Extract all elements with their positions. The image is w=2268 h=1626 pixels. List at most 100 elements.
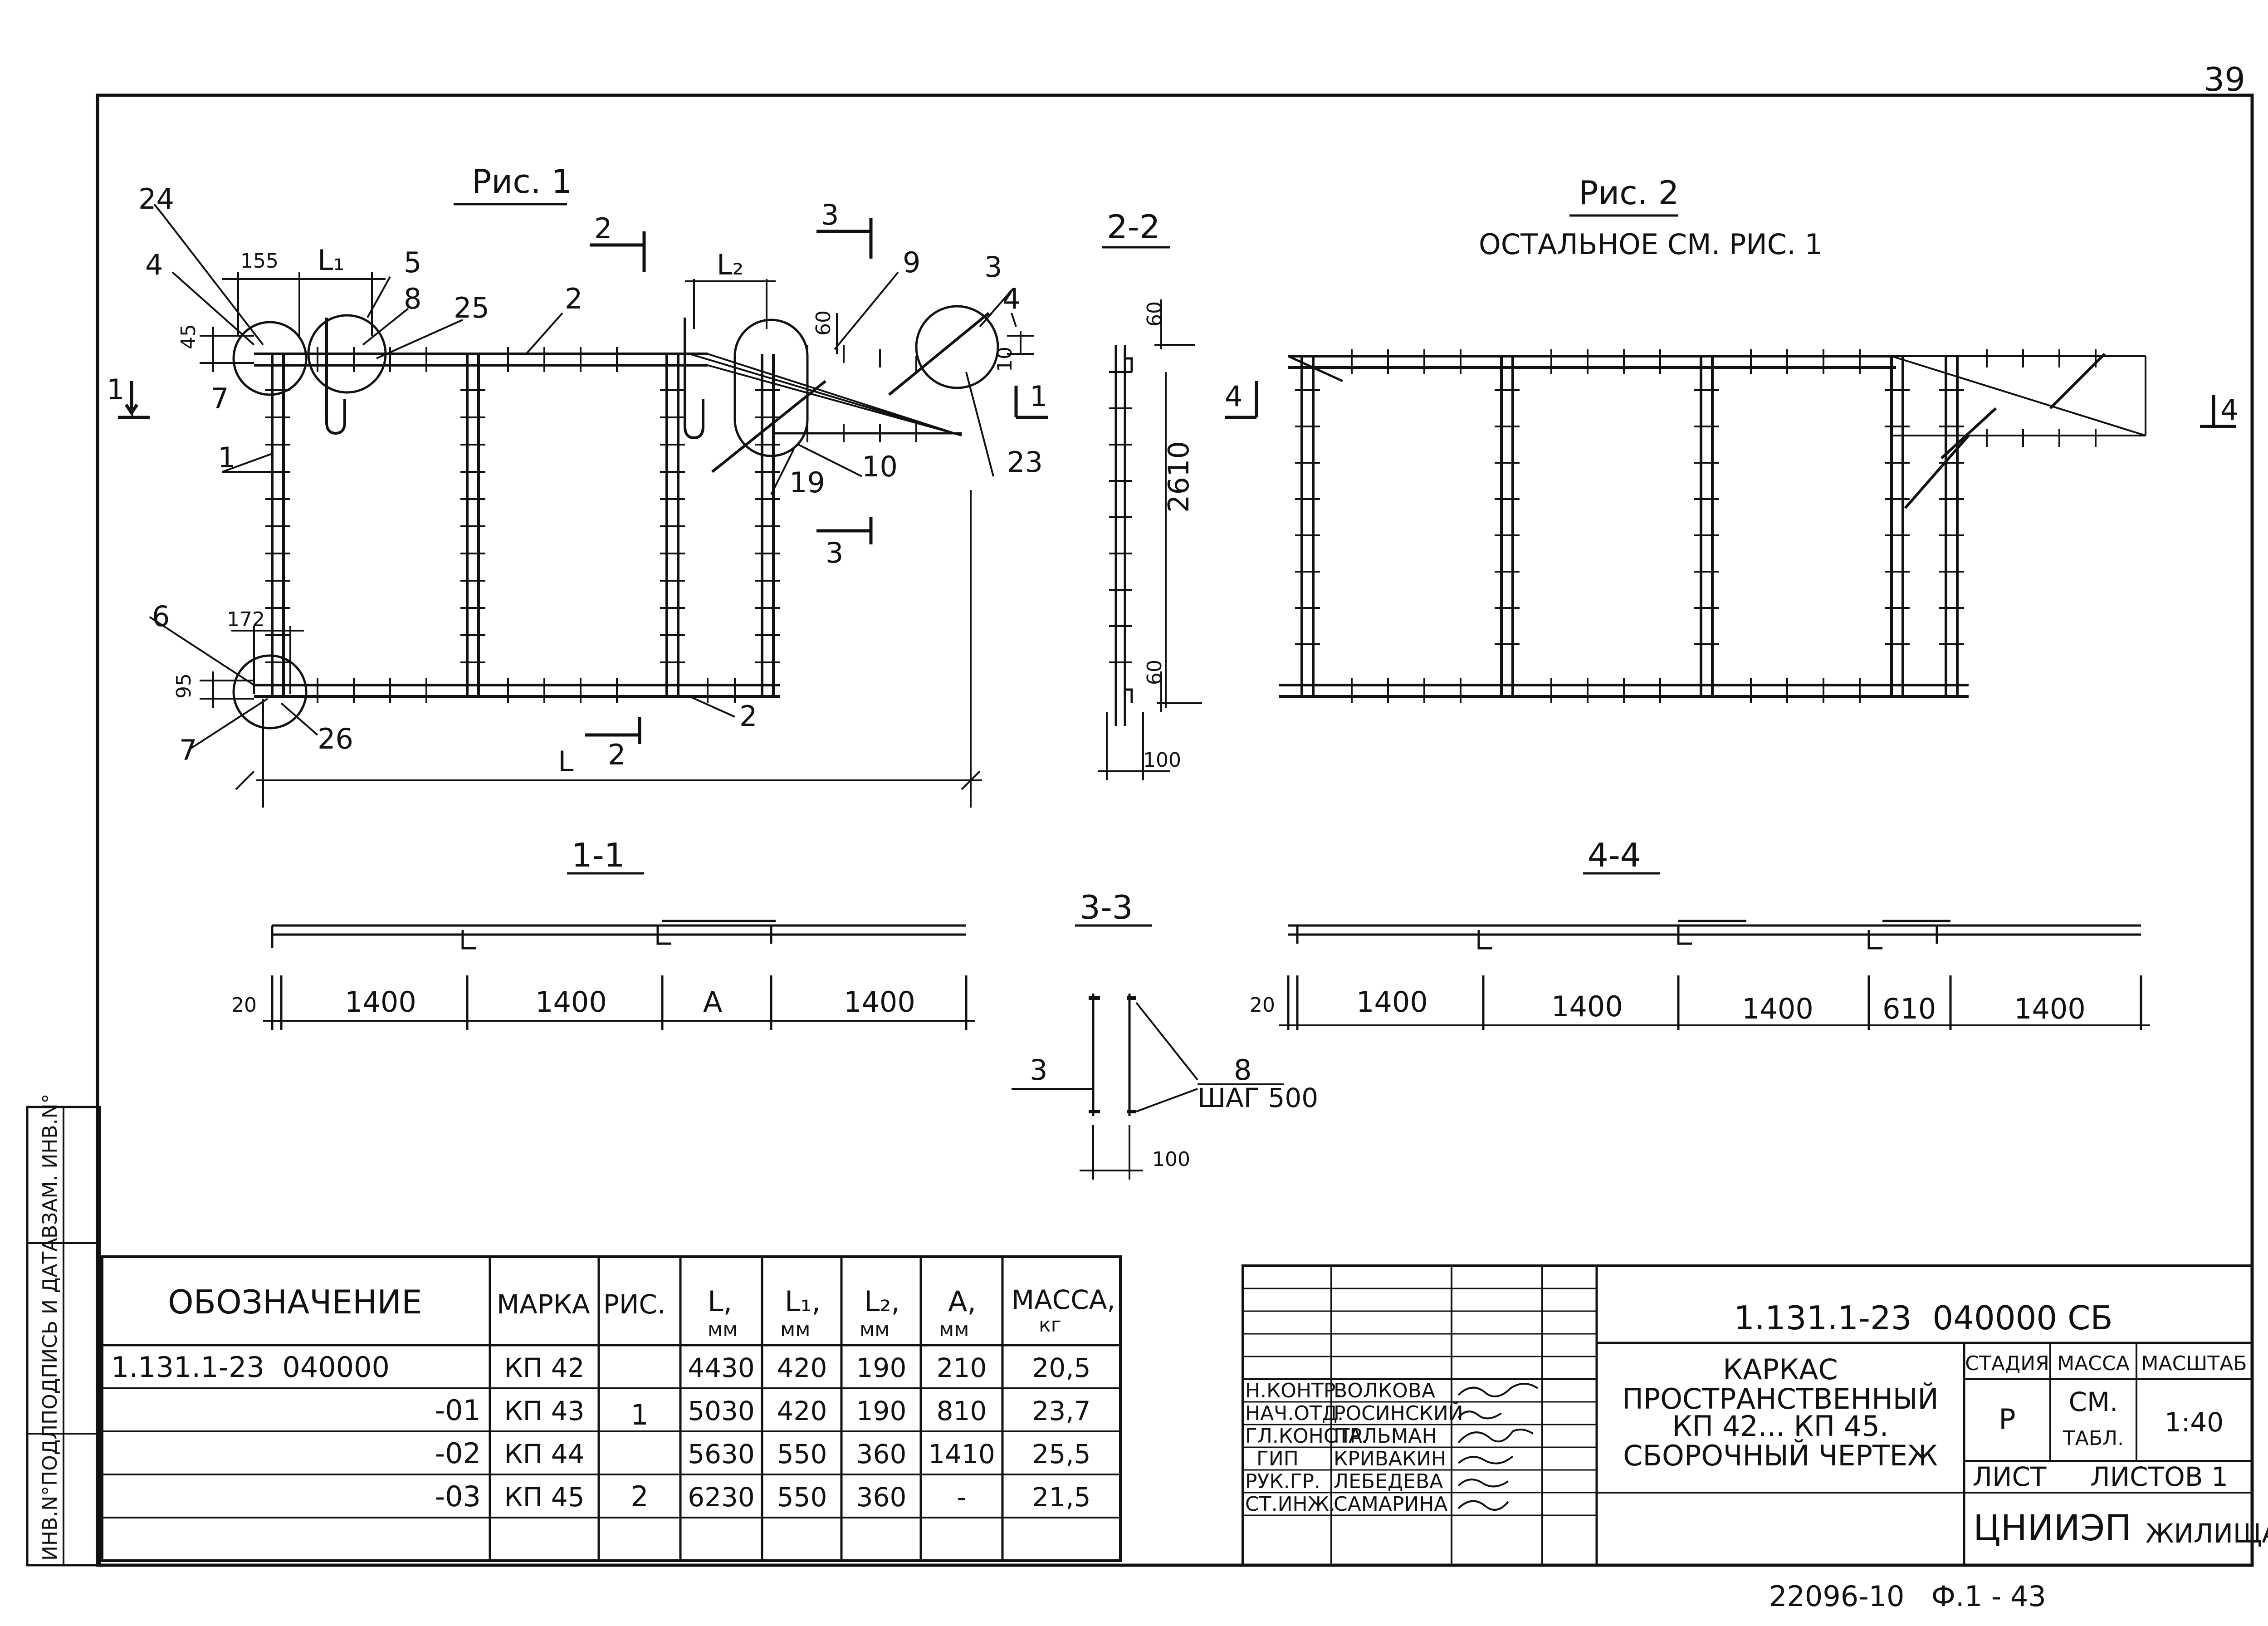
dim-L1: L₁ (318, 244, 344, 277)
vertical-ladders (271, 354, 775, 696)
callout-10: 10 (862, 450, 898, 483)
sheet-frame (96, 93, 2254, 1567)
r1-A: 810 (937, 1396, 987, 1426)
r1-mass: 23,7 (1032, 1396, 1090, 1426)
r3-L2: 360 (856, 1482, 907, 1513)
th-oboz: ОБОЗНАЧЕНИЕ (168, 1283, 422, 1321)
role-4: РУК.ГР. (1245, 1470, 1320, 1493)
cut-3-bottom: 3 (826, 536, 843, 569)
doc-code: 1.131.1-23 040000 СБ (1734, 1299, 2113, 1337)
fig1-dimensions (200, 272, 1034, 808)
stamp-replace-inv: ВЗАМ. ИНВ.N° (39, 1093, 62, 1239)
title-block-text: 1.131.1-23 040000 СБ КАРКАС ПРОСТРАНСТВЕ… (1245, 1299, 2268, 1549)
section-2-2-title: 2-2 (1107, 208, 1160, 246)
d44-20: 20 (1250, 994, 1275, 1017)
callout-8: 8 (404, 282, 421, 315)
name-1: РОСИНСКИЙ (1334, 1401, 1463, 1425)
th-mass: МАССА, (1012, 1284, 1115, 1315)
spec-table-text: ОБОЗНАЧЕНИЕ МАРКА РИС. L, мм L₁, мм L₂, … (111, 1283, 1115, 1513)
callout-4-circle: 4 (1002, 282, 1020, 315)
sheet-label: ЛИСТ (1973, 1461, 2047, 1492)
r0-mass: 20,5 (1032, 1352, 1090, 1383)
th-L2-unit: мм (860, 1318, 890, 1341)
callout-1: 1 (218, 441, 235, 474)
r1-oboz: -01 (435, 1394, 481, 1427)
cut-3-top: 3 (821, 198, 839, 231)
cut-1-left: 1 (107, 373, 124, 406)
callout-25: 25 (454, 291, 489, 324)
title-block (1242, 1264, 2253, 1567)
callout-2-top: 2 (565, 282, 582, 315)
dim-22-2610: 2610 (1162, 441, 1195, 513)
r1-marka: КП 43 (504, 1396, 584, 1426)
name-3: КРИВАКИН (1334, 1447, 1446, 1470)
r2-L: 5630 (688, 1439, 755, 1469)
callout-2-bottom: 2 (739, 700, 757, 733)
d11-segA: A (703, 985, 722, 1019)
fig1-plan: Рис. 1 (107, 162, 1048, 808)
title-line4: СБОРОЧНЫЙ ЧЕРТЕЖ (1623, 1439, 1938, 1472)
bottom-bar (254, 684, 780, 698)
r2-marka: КП 44 (504, 1439, 584, 1469)
r3-marka: КП 45 (504, 1482, 584, 1513)
stage-value: Р (1999, 1403, 2015, 1436)
fig1-title: Рис. 1 (472, 162, 572, 201)
detail-circles (232, 305, 999, 730)
stamp-inv-no: ИНВ.N°ПОДЛ. (39, 1418, 62, 1561)
title-line1: КАРКАС (1723, 1353, 1838, 1386)
cut-4-left: 4 (1225, 380, 1242, 413)
r3-ris: 2 (631, 1480, 648, 1513)
r0-A: 210 (937, 1352, 987, 1383)
cut-2-top: 2 (594, 212, 612, 245)
th-L1-unit: мм (780, 1318, 810, 1341)
callout-6: 6 (152, 600, 170, 633)
d11-20: 20 (231, 994, 257, 1017)
name-0: ВОЛКОВА (1334, 1379, 1435, 1402)
fig1-dim-texts: 155 L₁ L₂ 45 60 10 172 95 L (172, 244, 1017, 778)
dim-60: 60 (812, 310, 835, 336)
mass-value-1: СМ. (2069, 1386, 2118, 1417)
callout-7-top: 7 (211, 382, 229, 415)
role-2: ГЛ.КОНСТР. (1245, 1425, 1368, 1448)
org-name: ЖИЛИЩА (2146, 1518, 2268, 1549)
s33-step: ШАГ 500 (1198, 1082, 1318, 1113)
title-line2: ПРОСТРАНСТВЕННЫЙ (1622, 1382, 1939, 1415)
role-3: ГИП (1256, 1447, 1299, 1470)
callout-5: 5 (404, 246, 421, 279)
th-mass-unit: кг (1039, 1313, 1061, 1337)
cut-2-bottom: 2 (608, 738, 626, 771)
r3-mass: 21,5 (1032, 1482, 1090, 1513)
d11-seg2: 1400 (535, 985, 607, 1019)
signatures (1457, 1383, 1539, 1511)
scale-value: 1:40 (2165, 1407, 2224, 1438)
th-L-unit: мм (708, 1318, 738, 1341)
fig1-leaders (149, 203, 1017, 749)
s33-dim-100: 100 (1152, 1148, 1190, 1171)
section-1-1: 1-1 20 1400 1400 A 1400 (231, 836, 975, 1030)
dim-22-60b: 60 (1143, 660, 1166, 685)
cut-4-right: 4 (2220, 393, 2238, 426)
fig2-plan: Рис. 2 ОСТАЛЬНОЕ СМ. РИС. 1 (1225, 174, 2238, 703)
spec-table (101, 1255, 1122, 1562)
dim-155: 155 (240, 250, 279, 273)
s33-callout-3: 3 (1030, 1053, 1047, 1087)
r2-L2: 360 (856, 1439, 907, 1469)
r2-L1: 550 (777, 1439, 827, 1469)
th-L2: L₂, (864, 1285, 900, 1318)
d44-seg4: 610 (1882, 992, 1936, 1025)
callout-3-circle: 3 (984, 250, 1002, 284)
fig2-note: ОСТАЛЬНОЕ СМ. РИС. 1 (1479, 228, 1823, 261)
bottom-stamp: 22096-10 Ф.1 - 43 (1769, 1580, 2046, 1613)
d11-seg1: 1400 (345, 985, 416, 1019)
callout-26: 26 (318, 722, 353, 755)
r1-L: 5030 (688, 1396, 755, 1426)
sheets-label: ЛИСТОВ 1 (2090, 1461, 2228, 1492)
r0-L2: 190 (856, 1352, 907, 1383)
section-4-4-title: 4-4 (1588, 836, 1641, 874)
d44-seg3: 1400 (1742, 992, 1813, 1025)
fig1-cut-markers (118, 218, 1048, 744)
stamp-sign-date: ПОДПИСЬ И ДАТА (39, 1238, 62, 1425)
r2-oboz: -02 (435, 1437, 481, 1470)
th-A: A, (948, 1285, 976, 1318)
